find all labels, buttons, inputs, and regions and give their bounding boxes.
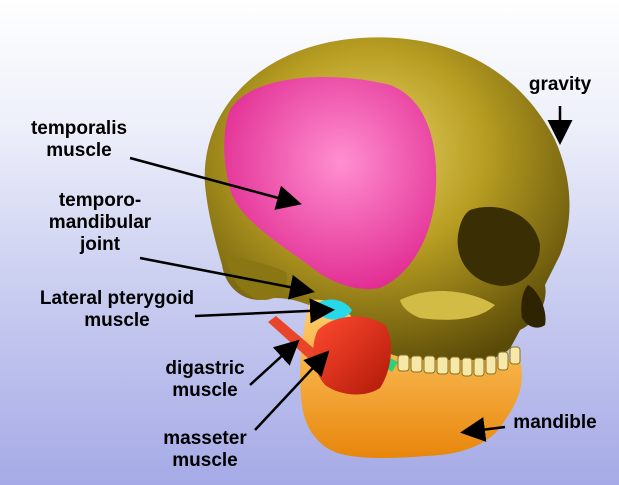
gravity-label: gravity [518, 74, 602, 96]
masseter-label: masseter muscle [150, 428, 260, 472]
mandible-label: mandible [505, 412, 605, 434]
digastric-label: digastric muscle [150, 358, 260, 402]
temporalis-label: temporalis muscle [14, 118, 144, 162]
lateral-pterygoid-label: Lateral pterygoid muscle [22, 288, 212, 332]
tmj-label: temporo- mandibular joint [30, 190, 170, 256]
